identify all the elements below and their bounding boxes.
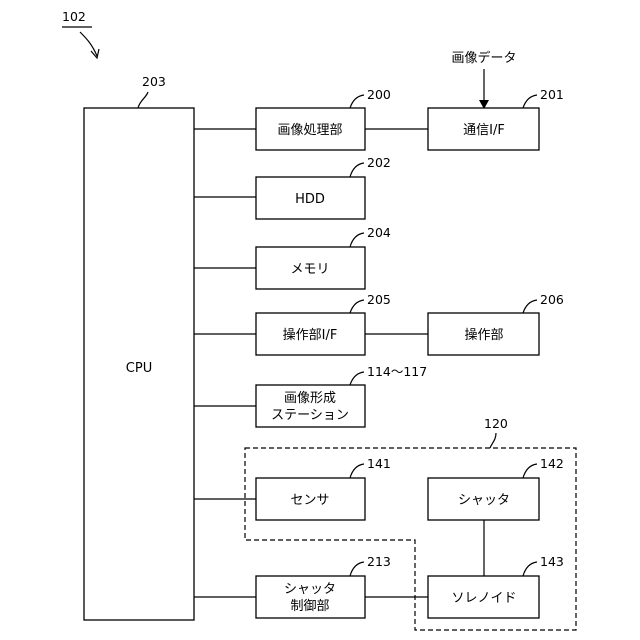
comm-if-leader <box>523 95 537 108</box>
operation-ref: 206 <box>540 292 564 307</box>
image-forming-label-line1: 画像形成 <box>284 391 336 406</box>
memory-block: メモリ <box>256 247 365 289</box>
image-processing-ref: 200 <box>367 87 391 102</box>
solenoid-block: ソレノイド <box>428 576 539 618</box>
comm-if-block: 通信I/F <box>428 108 539 150</box>
image-forming-label-line2: ステーション <box>271 408 349 423</box>
sensor-block: センサ <box>256 478 365 520</box>
image-processing-leader <box>350 95 364 108</box>
shutter-control-leader <box>350 562 364 576</box>
image-data-label: 画像データ <box>451 50 516 66</box>
operation-block: 操作部 <box>428 313 539 355</box>
image-processing-block: 画像処理部 <box>256 108 365 150</box>
cpu-ref: 203 <box>142 74 166 89</box>
shutter-control-label-line2: 制御部 <box>290 599 329 614</box>
hdd-block: HDD <box>256 177 365 219</box>
operation-leader <box>523 300 537 313</box>
sensor-label: センサ <box>290 493 329 508</box>
group-120-ref: 120 <box>484 416 508 431</box>
shutter-label: シャッタ <box>458 493 510 508</box>
memory-label: メモリ <box>290 262 329 277</box>
cpu-block: CPU <box>84 108 194 620</box>
comm-if-label: 通信I/F <box>463 123 505 138</box>
operation-if-label: 操作部I/F <box>283 327 338 343</box>
solenoid-ref: 143 <box>540 554 564 569</box>
image-forming-block: 画像形成 ステーション <box>256 385 365 427</box>
group-120-leader <box>490 433 496 448</box>
sensor-ref: 141 <box>367 456 391 471</box>
figure-ref-label: 102 <box>62 9 86 24</box>
shutter-control-block: シャッタ 制御部 <box>256 576 365 618</box>
comm-if-ref: 201 <box>540 87 564 102</box>
shutter-control-label-line1: シャッタ <box>284 582 336 597</box>
cpu-ref-leader <box>138 92 148 108</box>
memory-ref: 204 <box>367 225 391 240</box>
solenoid-label: ソレノイド <box>451 591 516 606</box>
solenoid-leader <box>523 562 537 576</box>
figure-ref-leader <box>80 32 97 56</box>
operation-if-leader <box>350 300 364 313</box>
image-processing-label: 画像処理部 <box>277 123 342 138</box>
hdd-leader <box>350 163 364 177</box>
hdd-label: HDD <box>295 192 325 207</box>
memory-leader <box>350 233 364 247</box>
image-forming-ref: 114～117 <box>367 364 427 379</box>
operation-label: 操作部 <box>464 327 503 343</box>
operation-if-block: 操作部I/F <box>256 313 365 355</box>
shutter-control-ref: 213 <box>367 554 391 569</box>
sensor-leader <box>350 464 364 478</box>
shutter-block: シャッタ <box>428 478 539 520</box>
shutter-leader <box>523 464 537 478</box>
cpu-label: CPU <box>126 361 152 376</box>
image-forming-leader <box>350 372 364 385</box>
shutter-ref: 142 <box>540 456 564 471</box>
hdd-ref: 202 <box>367 155 391 170</box>
operation-if-ref: 205 <box>367 292 391 307</box>
